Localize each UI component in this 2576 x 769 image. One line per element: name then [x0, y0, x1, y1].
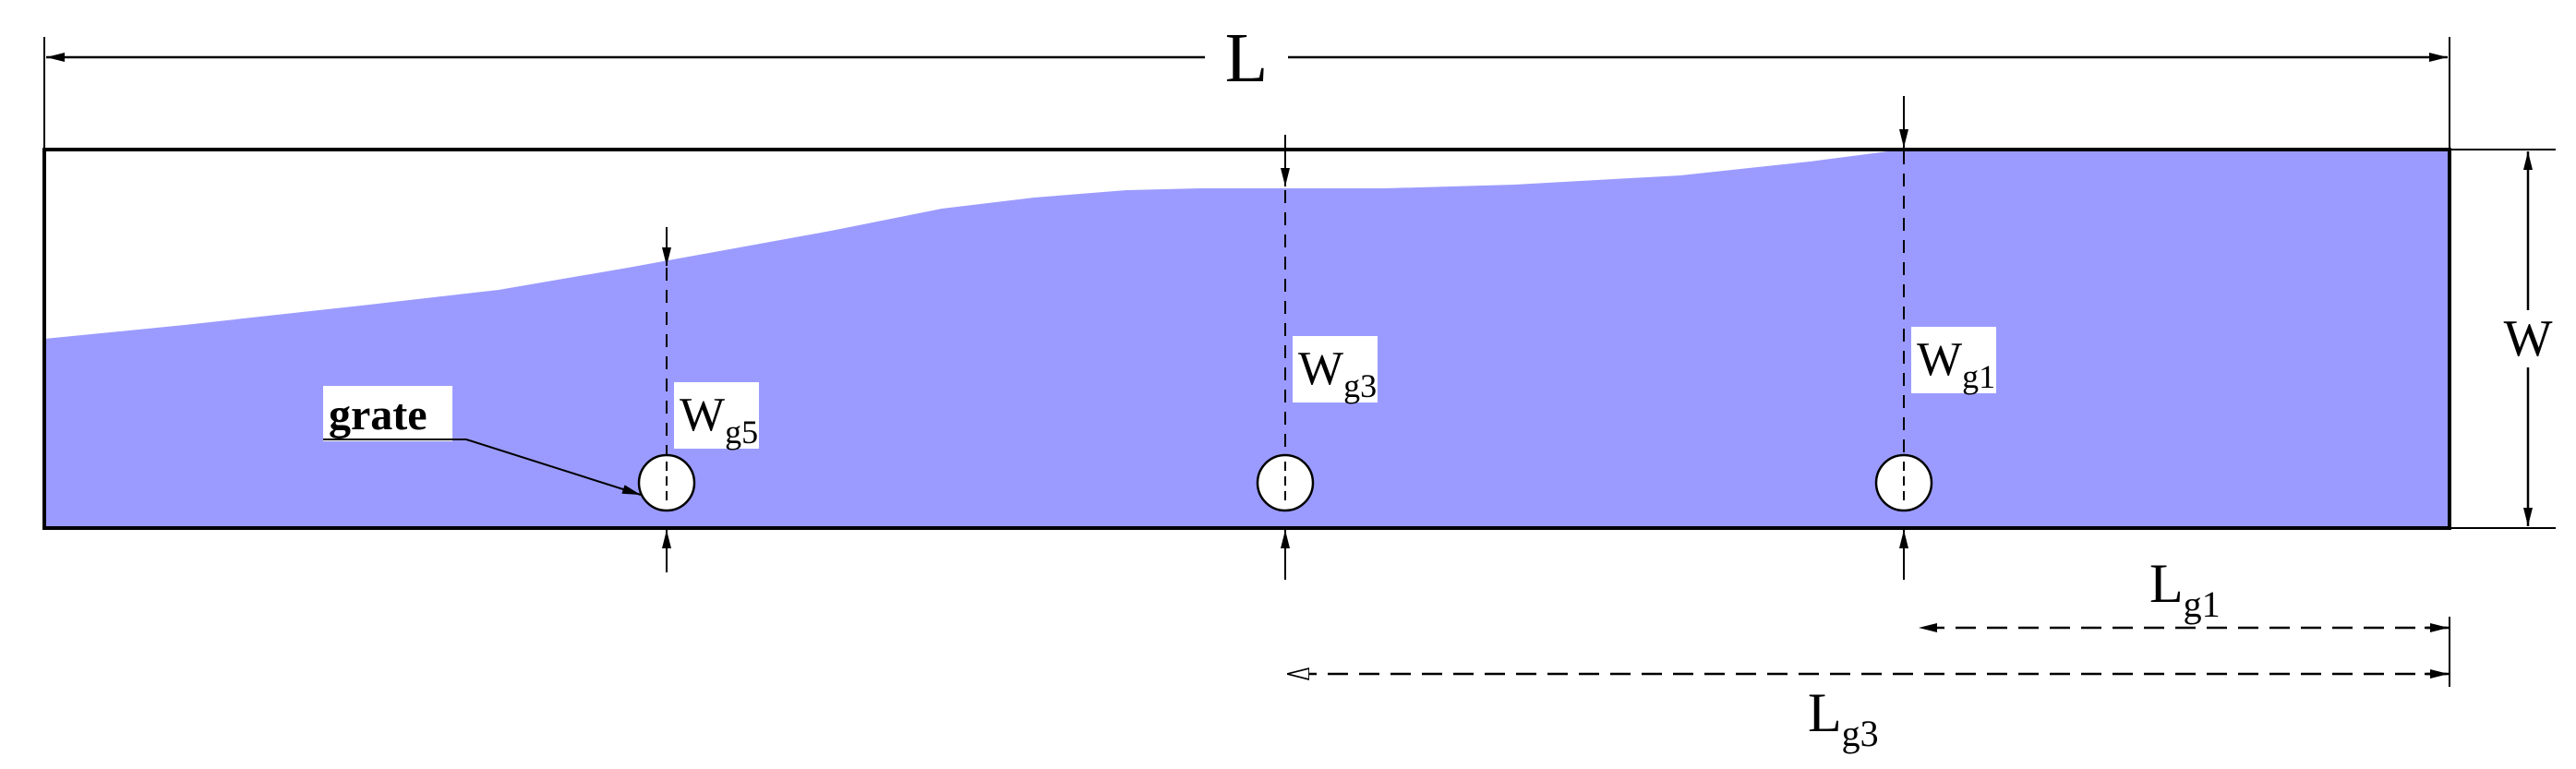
wg3-label-bg [1293, 336, 1378, 403]
wg1-label-sub: g1 [1962, 358, 1995, 395]
lg3-label: Lg3 [1808, 682, 1879, 754]
wg1-label-bg [1911, 327, 1996, 393]
lg3-label-sub: g3 [1842, 713, 1879, 754]
grate-label-bg [323, 386, 452, 441]
wg5-label-sub: g5 [725, 414, 758, 451]
lg1-label-sub: g1 [2184, 583, 2221, 625]
width-label-bg [2505, 310, 2551, 367]
lg1-label: Lg1 [2149, 553, 2221, 625]
grate-label: grate [329, 391, 427, 439]
gutter-boundary [42, 148, 2451, 530]
lg1-label-main: L [2149, 553, 2184, 614]
wg1-label-main: W [1917, 333, 1962, 386]
width-label: W [2504, 310, 2553, 367]
flow-spread-area [44, 150, 2450, 528]
wg5-label-bg [674, 382, 759, 449]
grate-leader-line [465, 439, 642, 496]
wg3-label-main: W [1298, 342, 1343, 395]
wg5-label: Wg5 [680, 389, 758, 451]
wg3-label: Wg3 [1298, 342, 1377, 404]
wg5-label-main: W [680, 389, 725, 441]
wg3-label-sub: g3 [1343, 367, 1377, 404]
length-label: L [1225, 19, 1268, 97]
lg3-label-main: L [1808, 682, 1842, 743]
wg1-label: Wg1 [1917, 333, 1995, 395]
